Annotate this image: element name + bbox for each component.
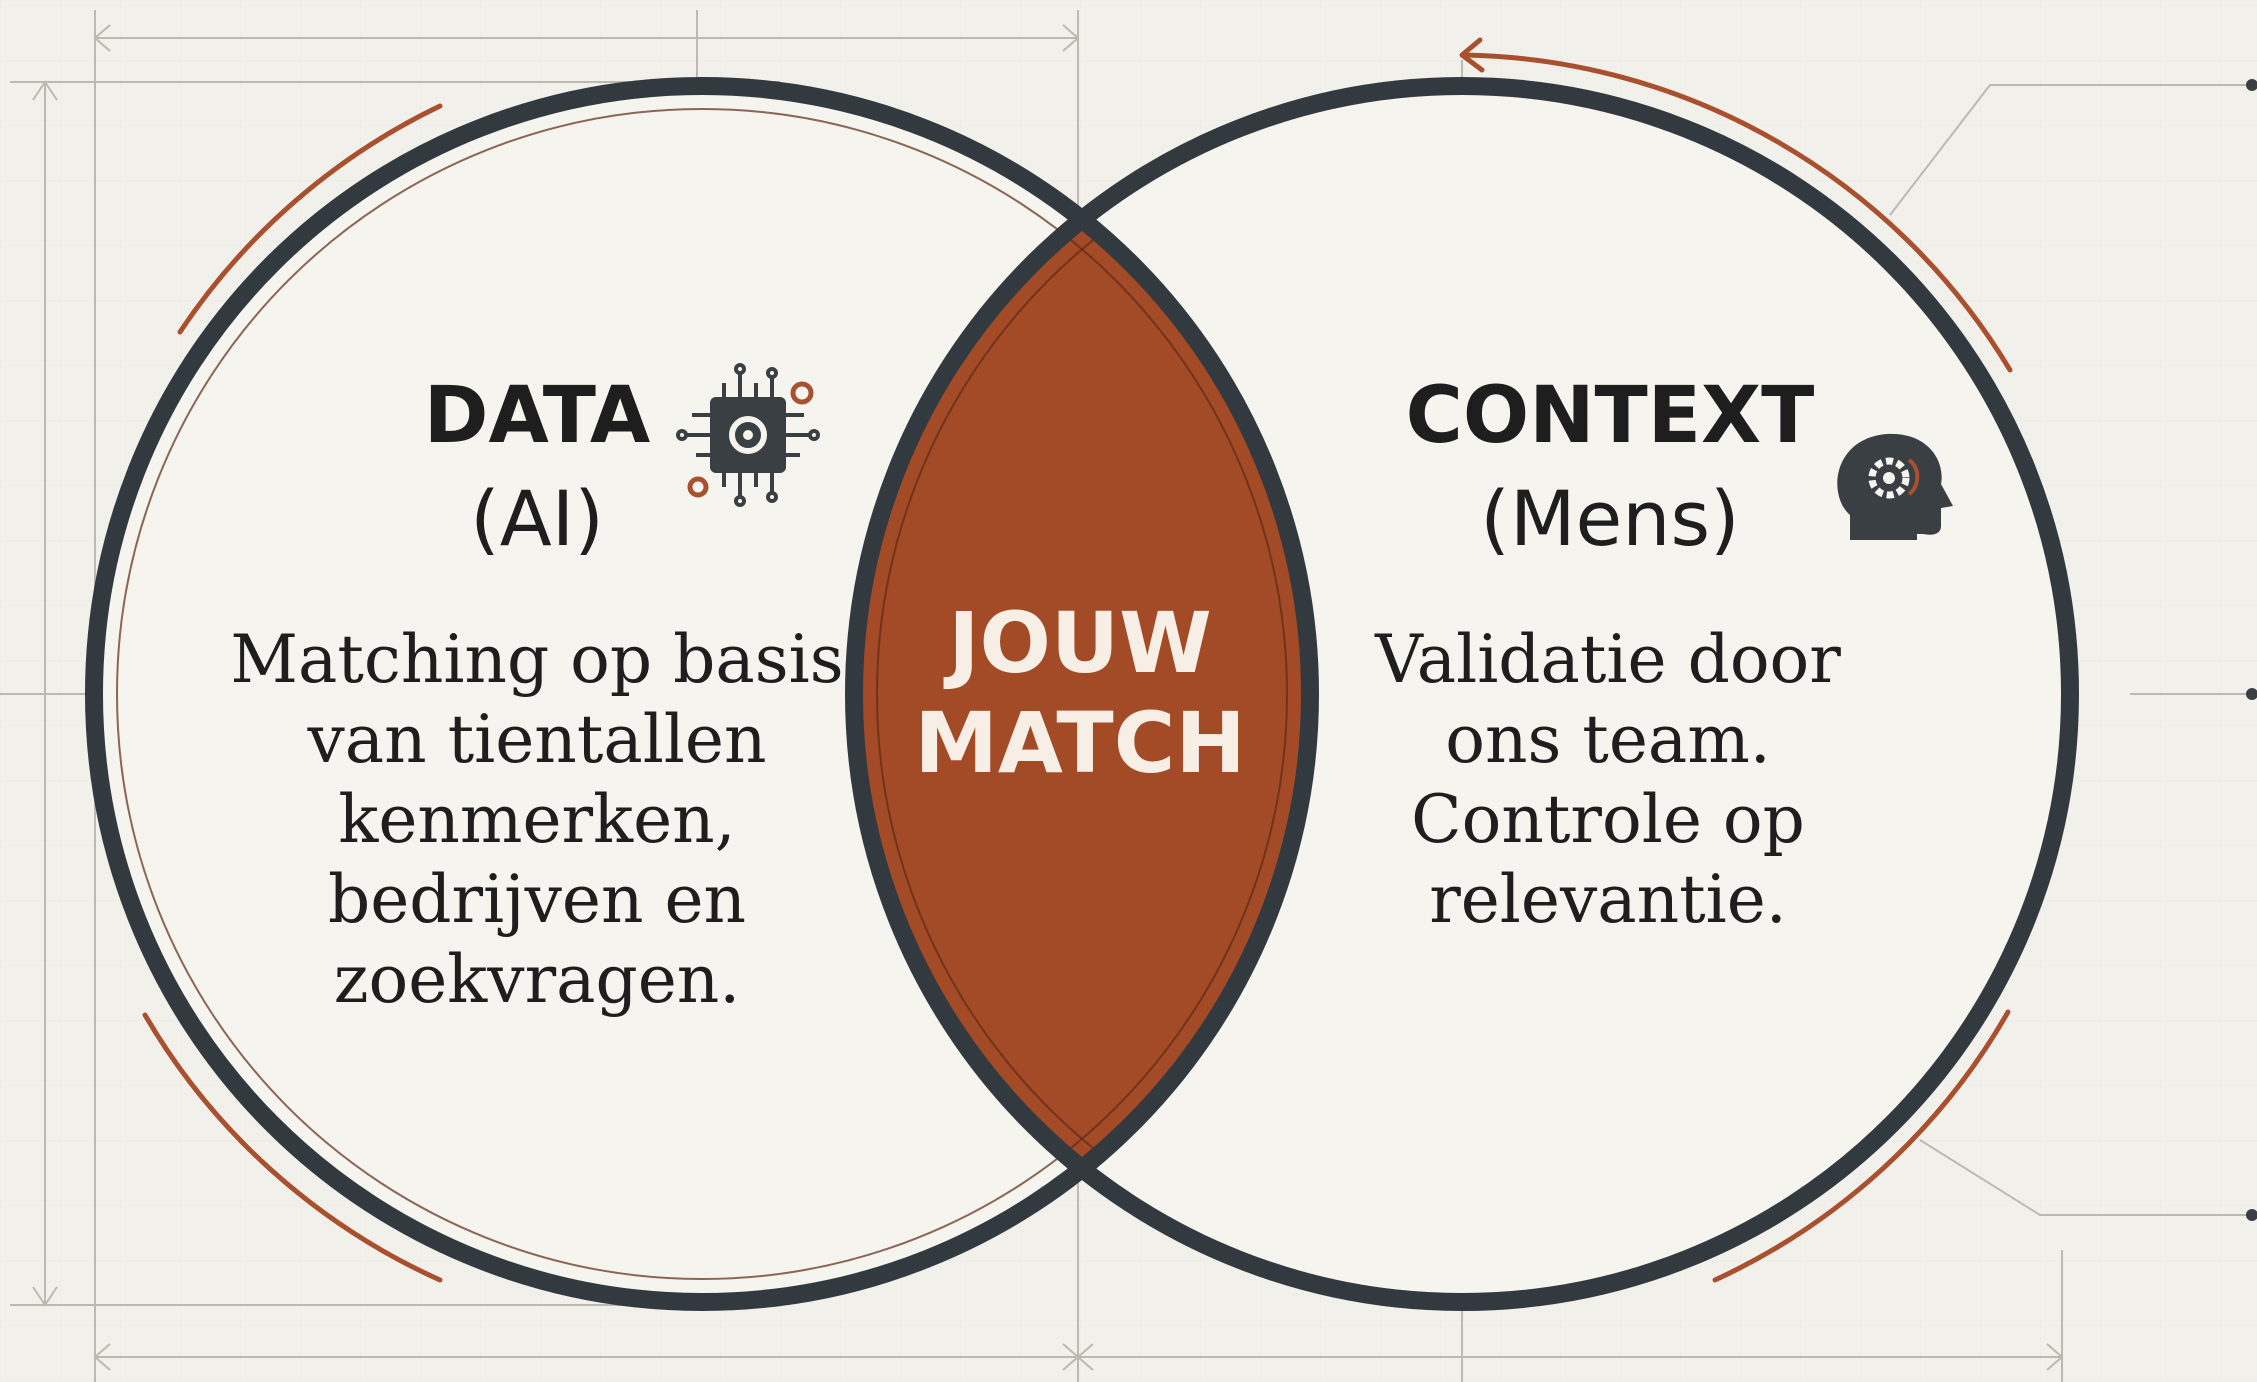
overlap-lens: [854, 86, 1310, 1302]
left-circle: [85, 77, 1319, 1311]
right-body-line: relevantie.: [1429, 861, 1787, 938]
left-body-line: Matching op basis: [230, 621, 843, 698]
center-line: MATCH: [914, 694, 1245, 792]
right-subtitle: (Mens): [1480, 474, 1739, 563]
ai-chip-gear-icon: [676, 363, 820, 507]
right-body-line: ons team.: [1445, 701, 1771, 778]
accent-arc-left-top: [177, 103, 443, 335]
right-title: CONTEXT: [1406, 371, 1815, 461]
left-body-line: van tientallen: [307, 701, 767, 778]
accent-arcs: [142, 52, 2013, 1283]
left-body-line: zoekvragen.: [334, 941, 741, 1018]
guide-dots: [2246, 79, 2257, 1221]
left-title: DATA: [424, 371, 651, 461]
left-body-line: kenmerken,: [338, 781, 735, 858]
accent-arrow-head: [1459, 37, 1485, 73]
overlap-inner-outline-left: [116, 108, 1288, 1280]
accent-arc-right-bottom: [1712, 1009, 2011, 1283]
right-body-line: Validatie door: [1374, 621, 1841, 698]
center-line: JOUW: [943, 594, 1212, 692]
human-head-gear-icon: [1837, 433, 1953, 540]
right-body-line: Controle op: [1411, 781, 1805, 858]
right-circle: [845, 77, 2079, 1311]
accent-arc-right-top: [1462, 52, 2013, 373]
accent-arc-left-bottom: [142, 1012, 443, 1283]
left-body-line: bedrijven en: [328, 861, 746, 938]
guide-lines: [0, 10, 2257, 1382]
overlap-inner-outline: [876, 108, 1310, 1280]
left-subtitle: (AI): [470, 474, 604, 563]
